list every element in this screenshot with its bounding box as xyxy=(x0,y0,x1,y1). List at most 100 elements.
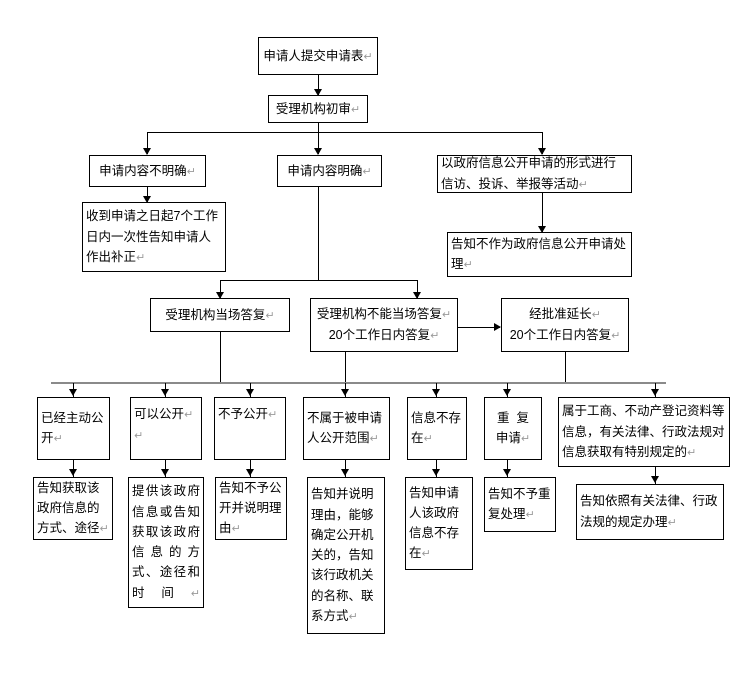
node-content-clear[interactable]: 申请内容明确↵ xyxy=(277,155,382,187)
arrowhead-n8 xyxy=(216,292,224,299)
node-inform-reason-and-agency[interactable]: 告知并说明理由，能够确定公开机关的，告知该行政机关的名称、联系方式↵ xyxy=(307,477,385,634)
node-submit-application[interactable]: 申请人提交申请表↵ xyxy=(258,37,378,75)
cr-mark: ↵ xyxy=(430,330,440,342)
node-content-unclear[interactable]: 申请内容不明确↵ xyxy=(89,155,206,187)
node-initial-review[interactable]: 受理机构初审↵ xyxy=(268,95,368,123)
connector-to-n9 xyxy=(417,280,418,298)
arrowhead-n19 xyxy=(161,469,169,476)
connector-to-n8 xyxy=(220,280,221,298)
cr-mark: ↵ xyxy=(265,309,275,322)
node-info-not-exist[interactable]: 信息不存在↵ xyxy=(407,397,467,460)
arrowhead-n10 xyxy=(494,323,501,331)
node-inform-access-method[interactable]: 告知获取该政府信息的方式、途径↵ xyxy=(33,477,113,540)
distribution-bus xyxy=(51,382,666,384)
cr-mark: ↵ xyxy=(99,523,109,536)
arrowhead-n18 xyxy=(69,469,77,476)
node-label: 受理机构初审 xyxy=(275,101,351,116)
node-inform-info-not-exist[interactable]: 告知申请人该政府信息不存在↵ xyxy=(405,477,473,570)
cr-mark-2: ↵ xyxy=(134,429,144,442)
node-label-line1: 经批准延长 xyxy=(529,307,592,322)
connector-to-n5 xyxy=(542,132,543,154)
node-label: 不予公开 xyxy=(218,407,269,421)
node-label-line1: 重 复 xyxy=(497,410,529,425)
node-label: 申请内容不明确 xyxy=(99,163,187,178)
node-label: 不属于被申请人公开范围 xyxy=(307,410,383,446)
cr-mark: ↵ xyxy=(687,446,697,459)
node-special-registration-info[interactable]: 属于工商、不动产登记资料等信息，有关法律、行政法规对信息获取有特别规定的↵ xyxy=(558,397,730,467)
connector-n10-down xyxy=(565,352,566,383)
node-label: 申请内容明确 xyxy=(287,163,363,178)
arrowhead-n13 xyxy=(246,389,254,396)
node-label: 信息不存在 xyxy=(411,410,462,446)
cr-mark: ↵ xyxy=(348,610,358,623)
cr-mark: ↵ xyxy=(591,309,601,322)
arrowhead-n12 xyxy=(161,389,169,396)
cr-mark: ↵ xyxy=(520,433,531,446)
connector-n15-n22 xyxy=(436,460,437,477)
node-label: 告知申请人该政府信息不存在 xyxy=(409,485,460,561)
connector-n13-n20 xyxy=(250,460,251,477)
cr-mark: ↵ xyxy=(186,165,196,178)
connector-n14-n21 xyxy=(345,460,346,477)
connector-n16-n23 xyxy=(507,460,508,477)
arrowhead-n4 xyxy=(314,148,322,155)
arrowhead-n20 xyxy=(246,469,254,476)
node-label: 以政府信息公开申请的形式进行信访、投诉、举报等活动 xyxy=(441,156,617,191)
arrowhead-n21 xyxy=(341,469,349,476)
connector-n8-down xyxy=(220,332,221,383)
arrowhead-n2 xyxy=(314,89,322,96)
node-not-disclose[interactable]: 不予公开↵ xyxy=(214,397,286,460)
node-not-treated-as-request[interactable]: 告知不作为政府信息公开申请处理↵ xyxy=(447,232,632,277)
connector-n5-n7 xyxy=(542,192,543,232)
connector-n11-n18 xyxy=(73,460,74,477)
cr-mark: ↵ xyxy=(423,433,433,446)
node-inform-no-duplicate[interactable]: 告知不予重复处理↵ xyxy=(484,477,556,532)
connector-n9-n10 xyxy=(458,327,500,328)
arrowhead-n14 xyxy=(341,389,349,396)
node-label: 告知不予重复处理 xyxy=(488,486,551,522)
node-cannot-onsite-reply[interactable]: 受理机构不能当场答复↵ 20个工作日内答复↵ xyxy=(310,298,458,352)
connector-n12-n19 xyxy=(165,460,166,477)
cr-mark: ↵ xyxy=(667,516,677,529)
node-label: 已经主动公开 xyxy=(41,410,104,446)
cr-mark: ↵ xyxy=(190,587,200,600)
cr-mark: ↵ xyxy=(611,330,621,342)
node-label: 告知不作为政府信息公开申请处理 xyxy=(451,236,627,272)
cr-mark: ↵ xyxy=(369,433,379,446)
node-inform-refusal-reason[interactable]: 告知不予公开并说明理由↵ xyxy=(215,477,287,540)
cr-mark: ↵ xyxy=(268,409,278,421)
node-already-disclosed[interactable]: 已经主动公开↵ xyxy=(37,397,110,460)
arrowhead-n22 xyxy=(432,469,440,476)
node-label: 受理机构当场答复 xyxy=(165,307,266,322)
node-duplicate-request[interactable]: 重 复 申请↵ xyxy=(484,397,542,460)
arrowhead-n7 xyxy=(538,226,546,233)
node-label: 属于工商、不动产登记资料等信息，有关法律、行政法规对信息获取有特别规定的 xyxy=(562,404,725,459)
node-label-line2: 20个工作日内答复 xyxy=(509,328,612,342)
arrowhead-n11 xyxy=(69,389,77,396)
node-can-disclose[interactable]: 可以公开↵↵ xyxy=(130,397,202,460)
node-onsite-reply[interactable]: 受理机构当场答复↵ xyxy=(150,298,290,332)
connector-to-n4 xyxy=(318,132,319,154)
connector-n9-down xyxy=(345,352,346,383)
connector-branch-bus-top xyxy=(147,132,542,133)
arrowhead-n3 xyxy=(143,148,151,155)
arrowhead-n15 xyxy=(432,389,440,396)
cr-mark: ↵ xyxy=(350,103,361,116)
connector-n4-splitbar xyxy=(220,280,417,281)
node-label: 申请人提交申请表 xyxy=(263,48,364,63)
arrowhead-n5 xyxy=(538,148,546,155)
connector-n1-n2 xyxy=(318,75,319,96)
node-supplement-notice[interactable]: 收到申请之日起7个工作日内一次性告知申请人作出补正↵ xyxy=(82,202,226,272)
node-label: 提供该政府信息或告知获取该政府信息的方式、途径和时间 xyxy=(132,484,200,600)
connector-n4-stem xyxy=(318,186,319,280)
cr-mark: ↵ xyxy=(441,309,452,322)
cr-mark: ↵ xyxy=(363,50,373,63)
arrowhead-n23 xyxy=(503,469,511,476)
node-approved-extension[interactable]: 经批准延长↵ 20个工作日内答复↵ xyxy=(501,298,629,352)
node-out-of-scope[interactable]: 不属于被申请人公开范围↵ xyxy=(303,397,390,460)
node-inform-follow-regulations[interactable]: 告知依照有关法律、行政法规的规定办理↵ xyxy=(576,484,724,540)
node-petition-form[interactable]: 以政府信息公开申请的形式进行信访、投诉、举报等活动↵ xyxy=(437,155,632,193)
node-label: 告知并说明理由，能够确定公开机关的，告知该行政机关的名称、联系方式 xyxy=(311,487,374,623)
node-provide-info-or-method[interactable]: 提供该政府信息或告知获取该政府信息的方式、途径和时间↵ xyxy=(128,477,204,608)
